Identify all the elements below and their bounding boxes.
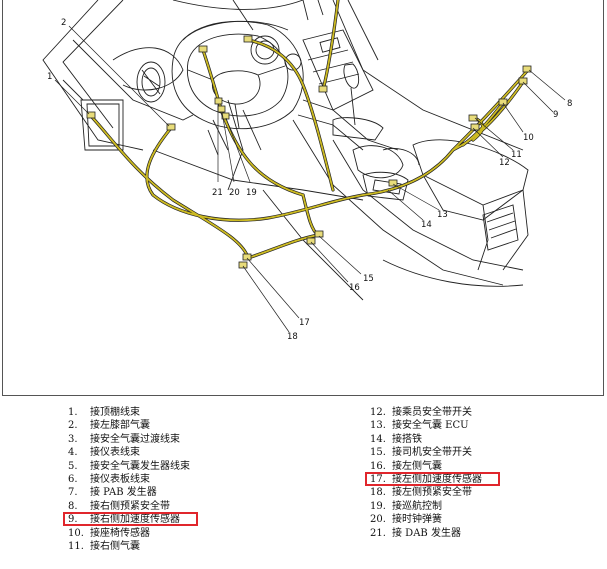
legend-item: 2. 接左膝部气囊 — [68, 419, 190, 432]
legend-number: 11. — [68, 540, 84, 552]
legend-text: 接右侧气囊 — [90, 540, 140, 552]
legend-text: 接乘员安全带开关 — [392, 407, 472, 418]
callout-14: 14 — [421, 220, 432, 230]
callout-15: 15 — [363, 274, 374, 284]
legend-text: 接仪表线束 — [90, 447, 140, 459]
legend-item: 21. 接 DAB 发生器 — [370, 527, 482, 540]
callout-2: 2 — [61, 18, 66, 28]
callout-18: 18 — [287, 332, 298, 342]
legend-number: 8. — [68, 500, 78, 512]
legend-item: 20. 接时钟弹簧 — [370, 513, 482, 526]
legend-text: 接右侧加速度传感器 — [90, 514, 180, 526]
legend-text: 接安全气囊 ECU — [392, 420, 469, 432]
legend-item: 3. 接安全气囊过渡线束 — [68, 433, 190, 446]
legend-item: 12. 接乘员安全带开关 — [370, 406, 482, 419]
legend-right-column: 12. 接乘员安全带开关 13. 接安全气囊 ECU 14. 接搭铁 15. 接司机安全带开关… — [365, 406, 500, 540]
legend-text: 接左侧加速度传感器 — [392, 473, 482, 485]
legend-number: 16. — [370, 460, 386, 472]
legend-number: 13. — [370, 420, 386, 432]
legend-number: 6. — [68, 473, 78, 485]
legend-item: 14. 接搭铁 — [370, 433, 482, 446]
legend-number: 3. — [68, 433, 78, 445]
callout-20: 20 — [229, 188, 240, 198]
legend-text: 接座椅传感器 — [90, 527, 150, 539]
callout-labels: 1 2 8 9 10 11 12 13 14 15 16 17 18 19 20… — [47, 18, 572, 342]
legend-number: 2. — [68, 420, 78, 432]
callout-10: 10 — [523, 133, 534, 143]
legend-number: 9. — [68, 514, 78, 526]
callout-17: 17 — [299, 318, 310, 328]
legend-item: 19. 接巡航控制 — [370, 500, 482, 513]
callout-8: 8 — [567, 99, 572, 109]
legend-number: 1. — [68, 407, 78, 418]
legend-item: 6. 接仪表板线束 — [68, 473, 190, 486]
callout-11: 11 — [511, 150, 522, 160]
legend-text: 接左膝部气囊 — [90, 420, 150, 432]
legend-number: 14. — [370, 433, 386, 445]
legend-item: 8. 接右侧预紧安全带 — [68, 500, 190, 513]
legend-item: 11. 接右侧气囊 — [68, 540, 190, 553]
legend-text: 接搭铁 — [392, 433, 422, 445]
callout-1: 1 — [47, 72, 52, 82]
legend-item: 18. 接左侧预紧安全带 — [370, 486, 482, 499]
legend-number: 17. — [370, 473, 386, 485]
legend-item: 7. 接 PAB 发生器 — [68, 486, 190, 499]
callout-13: 13 — [437, 210, 448, 220]
callout-16: 16 — [349, 283, 360, 293]
legend-number: 7. — [68, 487, 78, 499]
callout-21: 21 — [212, 188, 223, 198]
legend-number: 19. — [370, 500, 386, 512]
legend-text: 接司机安全带开关 — [392, 447, 472, 459]
legend-number: 15. — [370, 447, 386, 459]
legend-text: 接仪表板线束 — [90, 473, 150, 485]
legend-number: 18. — [370, 487, 386, 499]
legend-item-highlighted: 17. 接左侧加速度传感器 — [365, 471, 500, 487]
legend-item: 16. 接左侧气囊 — [370, 460, 482, 473]
legend-item: 5. 接安全气囊发生器线束 — [68, 460, 190, 473]
legend-text: 接巡航控制 — [392, 500, 442, 512]
legend-item: 10. 接座椅传感器 — [68, 527, 190, 540]
legend-item: 13. 接安全气囊 ECU — [370, 419, 482, 432]
legend-text: 接安全气囊发生器线束 — [90, 460, 190, 472]
legend-item: 4. 接仪表线束 — [68, 446, 190, 459]
legend-text: 接安全气囊过渡线束 — [90, 433, 180, 445]
legend-text: 接 DAB 发生器 — [392, 527, 461, 539]
legend-text: 接 PAB 发生器 — [90, 487, 157, 499]
legend-text: 接左侧预紧安全带 — [392, 487, 472, 499]
callout-leader-lines — [54, 25, 566, 333]
callout-12: 12 — [499, 158, 510, 168]
legend-number: 12. — [370, 407, 386, 418]
legend-number: 10. — [68, 527, 84, 539]
callout-9: 9 — [553, 110, 558, 120]
callout-19: 19 — [246, 188, 257, 198]
dashboard-line-art — [42, 0, 529, 301]
legend-text: 接时钟弹簧 — [392, 514, 442, 526]
legend-number: 21. — [370, 527, 386, 539]
legend-number: 5. — [68, 460, 78, 472]
legend-item: 15. 接司机安全带开关 — [370, 446, 482, 459]
legend-number: 20. — [370, 514, 386, 526]
harness-connectors — [86, 35, 532, 269]
figure-frame: 1 2 8 9 10 11 12 13 14 15 16 17 18 19 20… — [2, 0, 604, 396]
legend-left-column: 1. 接顶棚线束 2. 接左膝部气囊 3. 接安全气囊过渡线束 4. 接仪表线束 5. 接安全气囊… — [63, 406, 198, 553]
legend-number: 4. — [68, 447, 78, 459]
legend-text: 接左侧气囊 — [392, 460, 442, 472]
legend-text: 接顶棚线束 — [90, 407, 140, 418]
legend-item: 1. 接顶棚线束 — [68, 406, 190, 419]
airbag-harness-diagram: 1 2 8 9 10 11 12 13 14 15 16 17 18 19 20… — [42, 0, 572, 342]
legend-text: 接右侧预紧安全带 — [90, 500, 170, 512]
legend-item-highlighted: 9. 接右侧加速度传感器 — [63, 512, 198, 527]
